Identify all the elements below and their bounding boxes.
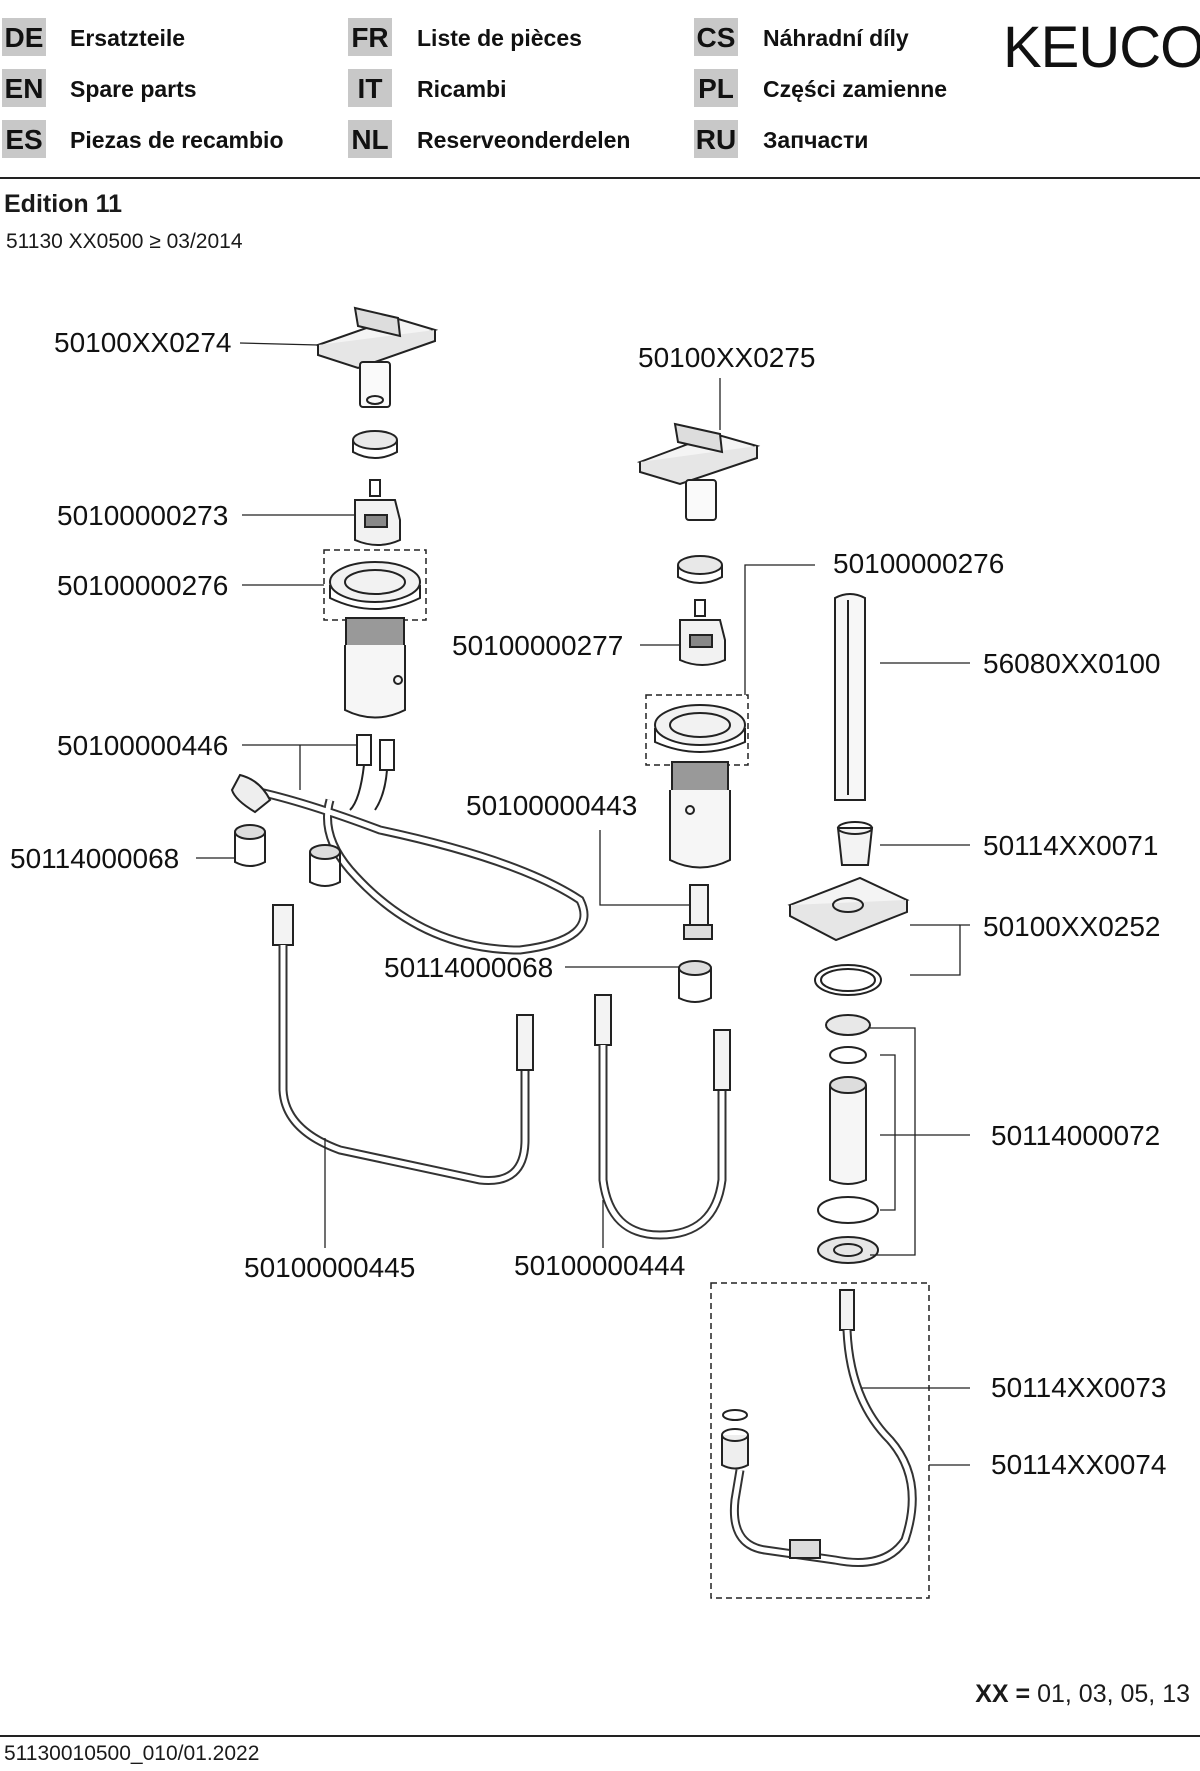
lang-code-it: IT — [348, 69, 392, 107]
part-label-50100000273: 50100000273 — [57, 500, 229, 531]
part-label-50114xx0071: 50114XX0071 — [983, 830, 1159, 861]
lang-code-cs: CS — [694, 18, 738, 56]
shower-hose-073 — [721, 1289, 917, 1567]
hand-shower — [834, 593, 866, 801]
lang-code-de: DE — [2, 18, 46, 56]
part-label-50100000445: 50100000445 — [244, 1252, 416, 1283]
lang-code-nl: NL — [348, 120, 392, 158]
adapter-left-2 — [309, 844, 341, 887]
part-label-50100000444: 50100000444 — [514, 1250, 686, 1281]
nut-middle — [677, 555, 723, 584]
part-label-50100000446: 50100000446 — [57, 730, 229, 761]
model-number: 51130 XX0500 ≥ 03/2014 — [6, 230, 243, 253]
part-label-50114xx0073: 50114XX0073 — [991, 1372, 1167, 1403]
rosette-252 — [787, 876, 910, 996]
part-label-50114000068-middle: 50114000068 — [384, 952, 554, 983]
handle-right — [636, 422, 761, 521]
lang-code-ru: RU — [694, 120, 738, 158]
mounting-set-072 — [817, 1014, 879, 1264]
part-label-50100000276-left: 50100000276 — [57, 570, 229, 601]
keuco-logo: KEUCO — [1003, 15, 1200, 80]
xx-values: 01, 03, 05, 13 — [1037, 1680, 1190, 1708]
cartridge-left — [354, 479, 401, 546]
part-label-50114xx0074: 50114XX0074 — [991, 1449, 1167, 1480]
lang-code-es: ES — [2, 120, 46, 158]
color-variants-note: XX = 01, 03, 05, 13 — [975, 1680, 1190, 1709]
nut-left — [352, 430, 398, 459]
cartridge-middle — [679, 599, 726, 666]
part-label-50100000443: 50100000443 — [466, 790, 638, 821]
part-label-50100000277: 50100000277 — [452, 630, 624, 661]
part-label-50100xx0274: 50100XX0274 — [54, 327, 232, 358]
body-middle — [654, 704, 746, 869]
lang-name-pl: Części zamienne — [763, 76, 948, 102]
body-left — [329, 561, 421, 719]
hose-444 — [594, 994, 731, 1240]
lang-name-es: Piezas de recambio — [70, 127, 284, 153]
part-label-50114000072: 50114000072 — [991, 1120, 1161, 1151]
part-label-50100000276-right: 50100000276 — [833, 548, 1005, 579]
lang-name-it: Ricambi — [417, 76, 507, 102]
lang-code-en: EN — [2, 69, 46, 107]
part-label-56080xx0100: 56080XX0100 — [983, 648, 1161, 679]
hose-446 — [230, 773, 589, 955]
cone-071 — [836, 821, 874, 866]
hose-445 — [272, 904, 534, 1185]
adapter-middle — [678, 960, 712, 1003]
part-label-50114000068-left: 50114000068 — [10, 843, 180, 874]
part-label-50100xx0275: 50100XX0275 — [638, 342, 816, 373]
part-label-50100xx0252: 50100XX0252 — [983, 911, 1161, 942]
leader-lines — [196, 342, 970, 1466]
lang-code-pl: PL — [694, 69, 738, 107]
lang-name-nl: Reserveonderdelen — [417, 127, 631, 153]
connectors-left — [349, 734, 395, 811]
lang-name-cs: Náhradní díly — [763, 25, 909, 51]
document-id: 51130010500_010/01.2022 — [4, 1742, 260, 1765]
edition-title: Edition 11 — [4, 190, 123, 218]
lang-name-en: Spare parts — [70, 76, 197, 102]
connector-443 — [683, 884, 713, 940]
header-divider — [0, 177, 1200, 179]
lang-name-ru: Запчасти — [763, 127, 869, 153]
handle-left — [314, 306, 439, 408]
footer-divider — [0, 1735, 1200, 1737]
xx-label: XX = — [975, 1680, 1031, 1708]
lang-name-fr: Liste de pièces — [417, 25, 582, 51]
adapter-left-1 — [234, 824, 266, 867]
lang-name-de: Ersatzteile — [70, 25, 186, 51]
lang-code-fr: FR — [348, 18, 392, 56]
